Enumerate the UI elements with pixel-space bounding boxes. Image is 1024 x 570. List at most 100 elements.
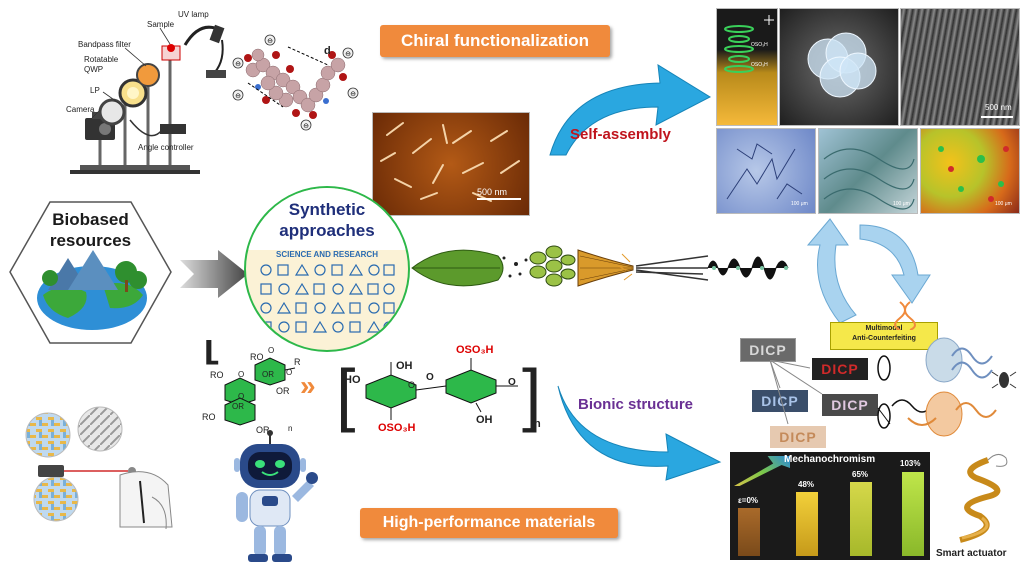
biobased-hexagon-shape [9, 201, 172, 344]
photo-micro-color: 100 μm [920, 128, 1020, 214]
svg-text:⊖: ⊖ [303, 123, 309, 130]
polarization-optics [877, 337, 1017, 437]
chem-left-ro3: RO [202, 412, 216, 422]
photo-sem: 500 nm [900, 8, 1020, 126]
chem-left-o4: O [238, 392, 245, 401]
vial-oso3h-label-2: OSO₃H [751, 62, 768, 68]
setup-label-qwp: QWP [84, 65, 104, 74]
high-performance-title: High-performance materials [360, 508, 618, 538]
mechanochromism-panel: Mechanochromism ε=0% 48% 65% 103% [730, 452, 930, 560]
dicp-tile-2: DICP [812, 358, 868, 380]
micro-blue-dendrites [726, 143, 803, 200]
biobased-to-synthetic-arrow-icon [180, 250, 248, 298]
synthetic-approaches-circle: Synthetic approaches SCIENCE AND RESEARC… [244, 186, 410, 352]
setup-label-sample: Sample [147, 20, 175, 29]
bionic-structure-label: Bionic structure [578, 396, 694, 413]
strain-label-48: 48% [798, 480, 815, 489]
self-assembly-arrow-icon [549, 64, 712, 156]
cellulose-sulfate-rings: [ ] [336, 355, 541, 433]
chem-left-o2: O [286, 368, 293, 377]
chem-right-oso3h-top: OSO₃H [456, 344, 494, 356]
svg-text:[: [ [336, 355, 355, 433]
chem-right-oso3h-bottom: OSO₃H [378, 422, 416, 434]
sem-scale-label: 500 nm [985, 103, 1012, 112]
setup-label-uv-lamp: UV lamp [178, 10, 209, 19]
optical-setup-drawing [70, 24, 226, 174]
chem-left-ro2: RO [250, 352, 264, 362]
synthetic-line1: Synthetic [288, 200, 366, 219]
biobased-line1: Biobased [52, 210, 129, 229]
setup-label-camera: Camera [66, 105, 95, 114]
setup-label-lp: LP [90, 86, 100, 95]
synthetic-line2: approaches [279, 221, 375, 240]
structural-textiles [0, 405, 220, 565]
strip-48 [796, 492, 818, 556]
strip-0 [738, 508, 760, 556]
anticounterfeit-line1: Multimodal [865, 325, 903, 332]
setup-label-bandpass: Bandpass filter [78, 40, 131, 49]
bionic-structure-arrow-icon [557, 385, 722, 481]
chem-right-o-ring1: O [408, 380, 416, 390]
svg-text:]: ] [522, 355, 541, 433]
synthetic-header-bg [246, 188, 408, 250]
micro-teal-texture [823, 148, 915, 210]
dicp-tile-4: DICP [822, 394, 878, 416]
chem-left-o1: O [268, 346, 275, 355]
optical-setup: UV lamp Sample Bandpass filter Rotatable… [0, 0, 245, 180]
cellulose-sulfate-structure: [ ] OH OSO₃H HO O O O OSO₃H OH n [336, 340, 546, 440]
svg-text:⊖: ⊖ [345, 51, 351, 58]
photo-vial: OSO₃H OSO₃H [716, 8, 778, 126]
strip-65 [850, 482, 872, 556]
micro-color-speckles [938, 146, 1009, 202]
textile-circles-and-person [25, 406, 173, 530]
dna-helix-icon [894, 301, 916, 330]
science-icons-grid [260, 263, 395, 333]
photo-micro-blue: 100 μm [716, 128, 816, 214]
photo-films [779, 8, 899, 126]
anticounterfeit-badge: Multimodal Anti-Counterfeiting [830, 322, 938, 350]
chem-left-n: n [288, 424, 293, 433]
robot-mascot-icon [234, 430, 318, 562]
chem-left-o3: O [238, 370, 245, 379]
afm-nanocrystals [380, 122, 521, 202]
chem-left-or3: OR [232, 402, 244, 411]
setup-label-angle-controller: Angle controller [138, 143, 194, 152]
dicp-tile-3: DICP [752, 390, 808, 412]
synthetic-banner: SCIENCE AND RESEARCH [276, 250, 378, 259]
chem-left-or2: OR [276, 386, 290, 396]
self-assembly-label: Self-assembly [570, 126, 671, 143]
photo-micro-teal: 100 μm [818, 128, 918, 214]
svg-text:[: [ [202, 340, 219, 365]
molecule-spheres: ⊖⊖⊖ ⊖⊖⊖ [232, 34, 359, 131]
feedback-cycle-arrows-icon [806, 218, 931, 324]
biobased-hexagon: Biobased resources [8, 200, 173, 345]
chem-right-oh1: OH [396, 360, 413, 372]
smart-actuator-label: Smart actuator [936, 548, 1007, 559]
mechano-arrow-gradient [734, 456, 790, 486]
sem-scale-bar [981, 116, 1013, 118]
films-discs [807, 32, 877, 98]
molecule-model: ⊖⊖⊖ ⊖⊖⊖ d [228, 25, 363, 135]
setup-label-rotatable: Rotatable [84, 55, 119, 64]
biobased-line2: resources [49, 231, 132, 250]
chem-left-ro1: RO [210, 370, 224, 380]
anticounterfeit-line2: Anti-Counterfeiting [852, 335, 916, 342]
chem-right-ho: HO [344, 374, 361, 386]
strain-label-0: ε=0% [738, 496, 759, 505]
afm-scale-bar-label: 500 nm [477, 187, 508, 197]
chem-right-n: n [534, 418, 541, 430]
micro-teal-scale: 100 μm [893, 201, 910, 207]
mechano-title: Mechanochromism [784, 454, 876, 465]
double-chevron-icon: » [300, 370, 316, 401]
svg-text:⊖: ⊖ [350, 91, 356, 98]
smart-actuator-spiral-icon [959, 454, 1008, 543]
chem-left-or1: OR [262, 370, 274, 379]
chem-right-oh2: OH [476, 414, 493, 426]
micro-blue-scale: 100 μm [791, 201, 808, 207]
hierarchy-leaf-to-helix [411, 245, 789, 287]
chem-left-or4: OR [256, 425, 270, 435]
dicp-tile-1: DICP [740, 338, 796, 362]
micro-color-scale: 100 μm [995, 201, 1012, 207]
dicp-tile-5: DICP [770, 426, 826, 448]
molecule-distance-label: d [324, 45, 331, 57]
